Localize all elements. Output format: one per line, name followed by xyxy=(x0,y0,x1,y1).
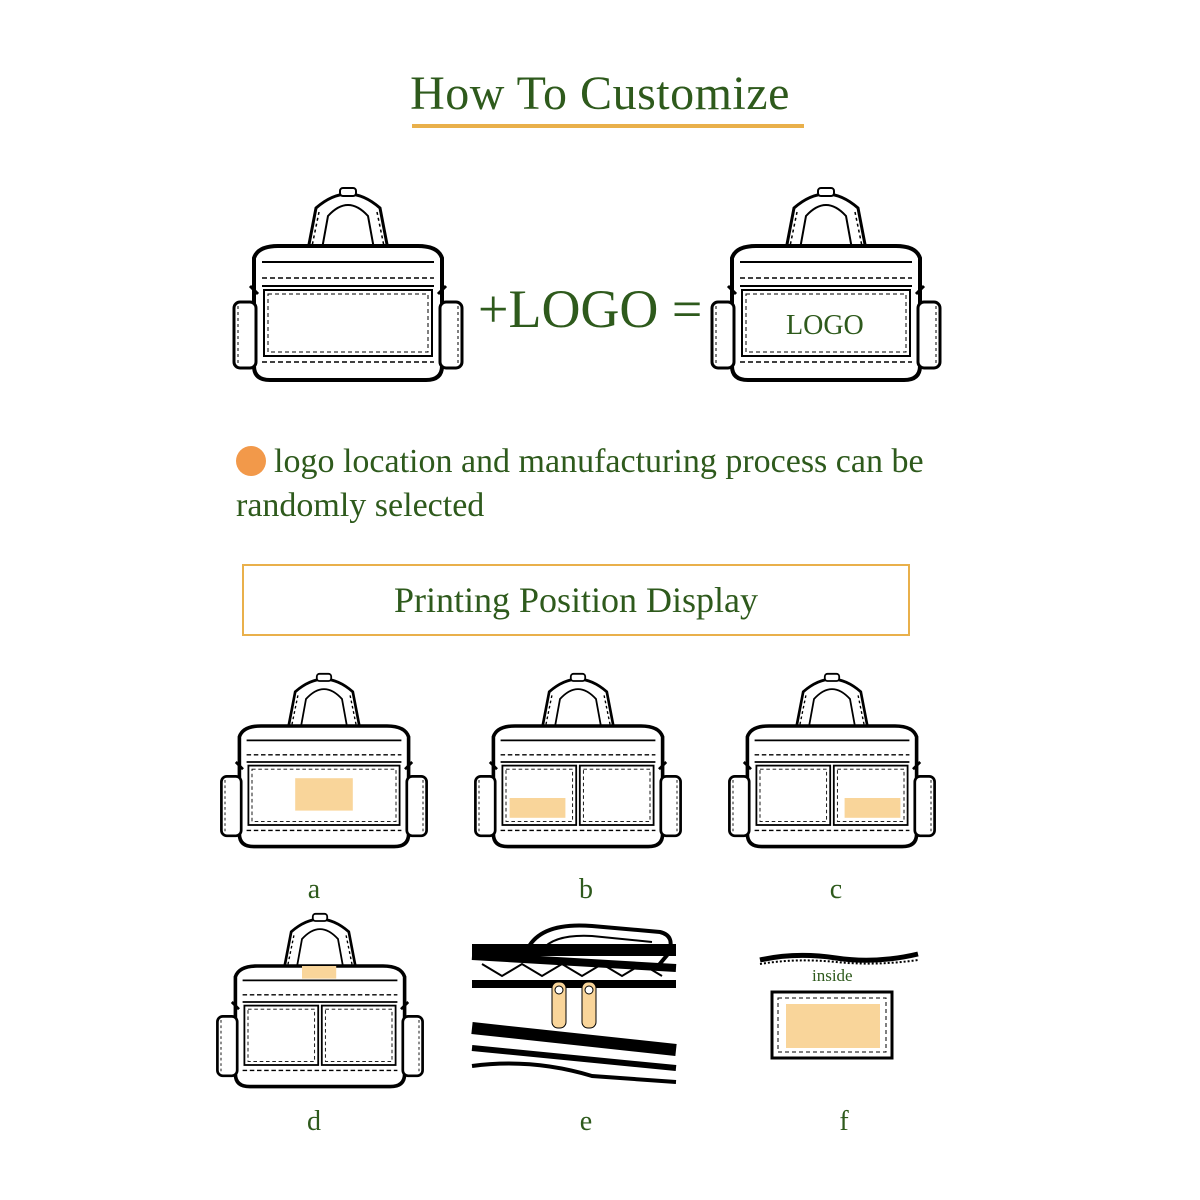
position-d-illustration xyxy=(210,912,430,1092)
bag-illustration-with-logo xyxy=(706,186,946,386)
position-c-label: c xyxy=(829,874,843,905)
position-e-illustration xyxy=(471,923,677,1084)
position-c-illustration xyxy=(722,672,942,852)
bag-illustration-plain xyxy=(228,186,468,386)
logo-patch-a xyxy=(295,778,353,811)
logo-patch-e-left xyxy=(551,981,567,1029)
position-a-label: a xyxy=(307,874,321,905)
logo-patch-b xyxy=(509,798,566,818)
position-b-illustration xyxy=(468,672,688,852)
customization-note: logo location and manufacturing process … xyxy=(236,440,956,528)
logo-patch-e-right xyxy=(581,981,597,1029)
page-title: How To Customize xyxy=(410,67,790,120)
inside-label: inside xyxy=(812,966,853,985)
position-e-label: e xyxy=(579,1106,593,1137)
position-b-label: b xyxy=(579,874,593,905)
logo-patch-f xyxy=(786,1004,880,1048)
section-title: Printing Position Display xyxy=(242,564,910,636)
result-logo-label: LOGO xyxy=(786,310,864,341)
position-d-label: d xyxy=(307,1106,321,1137)
position-f-label: f xyxy=(839,1106,849,1137)
logo-patch-d xyxy=(302,966,337,979)
title-underline xyxy=(412,124,804,128)
formula-text: +LOGO = xyxy=(478,279,703,339)
bullet-dot-icon xyxy=(236,446,266,476)
note-text: logo location and manufacturing process … xyxy=(236,443,924,524)
position-f-illustration xyxy=(759,951,919,1060)
position-a-illustration xyxy=(214,672,434,852)
logo-patch-c xyxy=(844,798,901,818)
